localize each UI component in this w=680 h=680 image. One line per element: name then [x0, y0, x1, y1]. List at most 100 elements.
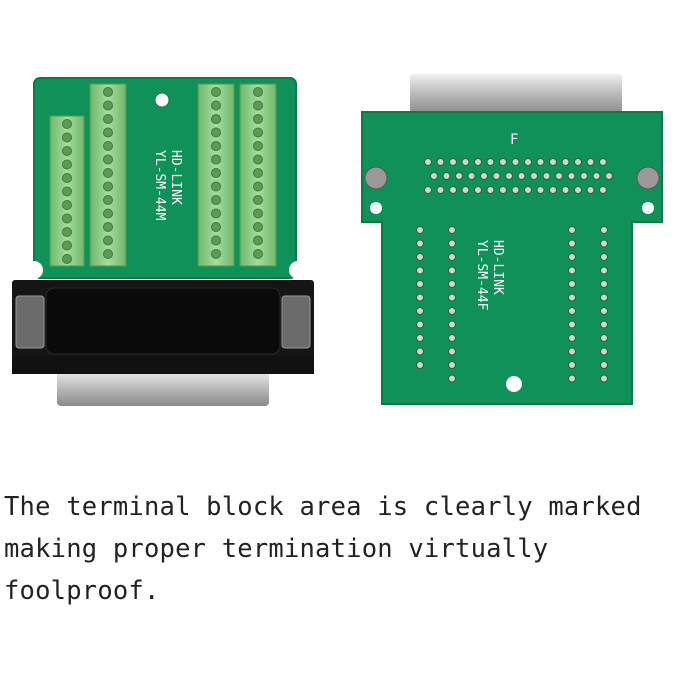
terminal-screws: [62, 87, 263, 264]
terminal-screw: [253, 87, 263, 97]
pin-dot: [592, 172, 601, 180]
terminal-screw: [62, 186, 72, 197]
terminal-screw: [62, 132, 72, 143]
pin-dot: [599, 186, 607, 194]
left-brand-label: HD-LINK: [168, 150, 183, 205]
right-model-label: YL-SM-44F: [474, 240, 489, 311]
terminal-screw: [103, 168, 113, 178]
pin-dot: [436, 158, 445, 166]
pin-dot: [416, 253, 424, 261]
terminal-screw: [211, 235, 221, 246]
pin-dot: [436, 186, 445, 194]
pin-dot: [586, 186, 595, 194]
pin-dot: [486, 186, 495, 194]
pin-dot: [524, 186, 532, 194]
terminal-screw: [253, 222, 263, 232]
terminal-screw: [103, 181, 113, 192]
terminal-screw: [62, 200, 72, 210]
caption-line-3: foolproof.: [4, 576, 160, 606]
pin-dot: [416, 307, 424, 315]
terminal-screw: [253, 127, 263, 138]
terminal-screw: [62, 119, 72, 129]
terminal-screw: [211, 249, 221, 259]
left-metal-shell: [57, 370, 269, 406]
pin-dot: [505, 172, 513, 180]
pin-dot: [600, 361, 608, 369]
pin-dot: [568, 293, 576, 302]
pin-dot: [568, 374, 576, 383]
terminal-screw: [253, 235, 263, 246]
pin-dot: [600, 347, 608, 356]
terminal-screw: [103, 100, 113, 111]
terminal-screw: [211, 154, 221, 165]
pin-dot: [574, 158, 582, 166]
pin-dot: [424, 186, 432, 194]
pin-dot: [600, 293, 608, 302]
terminal-screw: [253, 154, 263, 165]
terminal-screw: [211, 208, 221, 219]
product-illustration: HD-LINK YL-SM-44M F HD-LI: [12, 74, 663, 406]
terminal-screw: [103, 235, 113, 246]
pin-dot: [555, 172, 563, 180]
left-mount-hole: [25, 261, 43, 279]
pin-dot: [549, 158, 557, 166]
terminal-screw: [62, 240, 72, 251]
terminal-screw: [211, 181, 221, 192]
pin-dot: [600, 374, 608, 383]
pin-dot: [549, 186, 557, 194]
pin-dot: [448, 307, 456, 315]
pin-dot: [600, 307, 608, 315]
right-board: F HD-LINK YL-SM-44F: [361, 74, 663, 405]
terminal-screw: [211, 195, 221, 205]
terminal-screw: [211, 87, 221, 97]
pin-dot: [448, 361, 456, 369]
right-screw-post: [281, 295, 311, 349]
pin-dot: [455, 172, 463, 180]
board-marker: F: [510, 132, 518, 148]
pin-dot: [449, 158, 457, 166]
right-brand-label: HD-LINK: [490, 240, 505, 295]
terminal-screw: [103, 114, 113, 124]
terminal-screw: [103, 87, 113, 97]
pin-dot: [511, 158, 520, 166]
pin-dot: [567, 172, 576, 180]
flange-screw: [636, 166, 660, 190]
terminal-screw: [211, 141, 221, 151]
terminal-screw: [253, 195, 263, 205]
pin-dot: [467, 172, 476, 180]
pin-dot: [530, 172, 538, 180]
terminal-screw: [103, 127, 113, 138]
pin-dot: [448, 347, 456, 356]
terminal-screw: [211, 222, 221, 232]
pin-dot: [416, 239, 424, 248]
pin-dot: [600, 226, 608, 234]
left-screw-post: [15, 295, 45, 349]
right-metal-shell: [410, 74, 622, 114]
caption-line-1: The terminal block area is clearly marke…: [4, 492, 642, 522]
pin-dot: [448, 320, 456, 329]
pin-dot: [416, 320, 424, 329]
left-connector-flange: [12, 356, 314, 374]
pin-dot: [416, 334, 424, 342]
pin-dot: [536, 186, 545, 194]
terminal-screw: [253, 100, 263, 111]
terminal-screw: [253, 249, 263, 259]
pin-dot: [568, 253, 576, 261]
right-mount-hole: [506, 376, 522, 392]
pin-dot: [568, 320, 576, 329]
pin-dot: [568, 334, 576, 342]
pin-dot: [600, 320, 608, 329]
terminal-screw: [62, 227, 72, 237]
pin-dot: [586, 158, 595, 166]
right-silkscreen: HD-LINK YL-SM-44F: [474, 240, 505, 311]
left-mount-hole: [289, 261, 307, 279]
pin-dot: [561, 158, 570, 166]
pin-dot: [480, 172, 488, 180]
pin-dot: [416, 280, 424, 288]
pin-dot: [448, 334, 456, 342]
pin-dot: [568, 226, 576, 234]
pin-dot: [448, 293, 456, 302]
pin-dot: [524, 158, 532, 166]
terminal-screw: [103, 195, 113, 205]
pin-dot: [600, 253, 608, 261]
